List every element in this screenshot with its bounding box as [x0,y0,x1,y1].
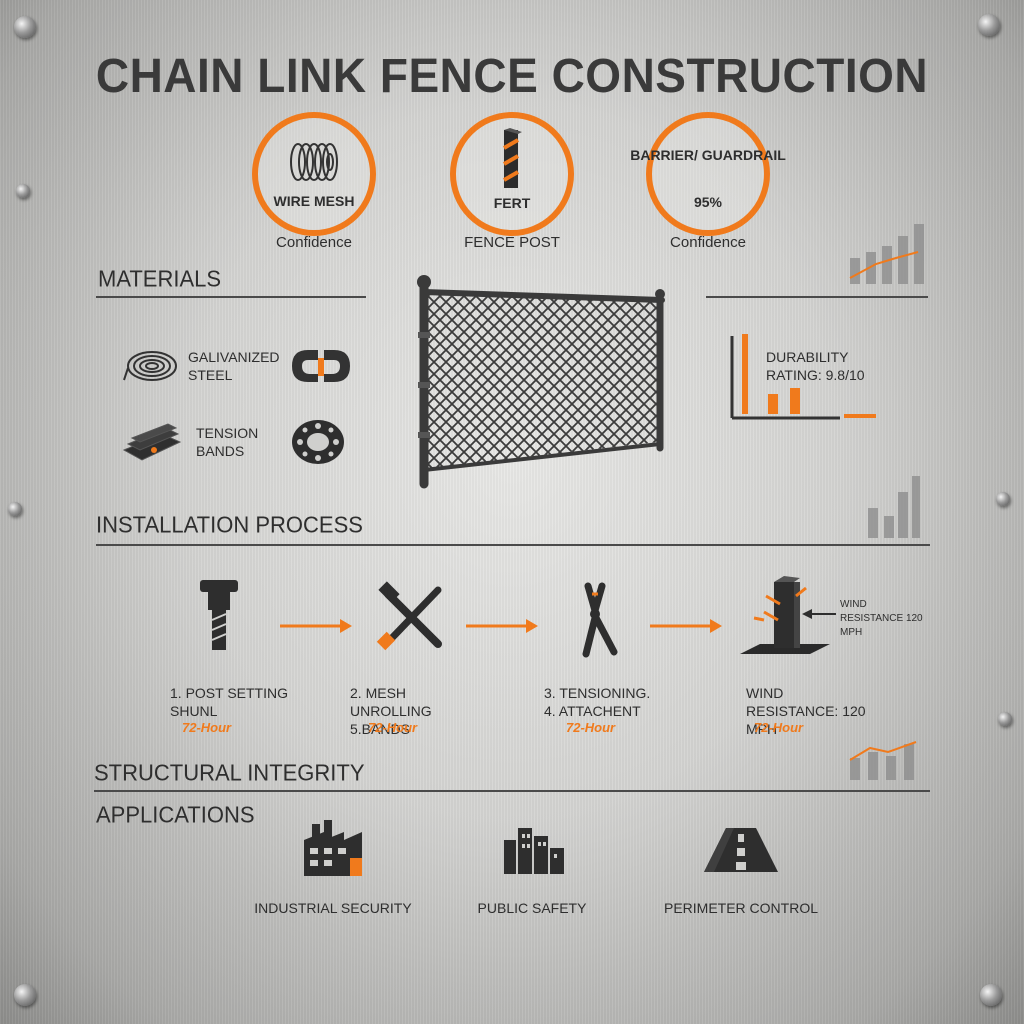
badge-text-wire-mesh: WIRE MESH [273,193,355,209]
pliers-icon [582,582,618,658]
step-label-tensioning: 3. TENSIONING. 4. ATTACHENT [544,685,651,719]
arrow-right-icon [280,619,352,633]
step-time: 72-Hour [368,720,418,735]
step-label-mesh-unrolling: 2. MESH UNROLLING 5.BANDS [350,685,432,737]
galvanized-coil-icon [123,351,177,381]
step-time: 72-Hour [754,720,804,735]
step-time: 72-Hour [182,720,232,735]
divider [96,544,930,546]
section-structural: STRUCTURAL INTEGRITY [94,759,365,786]
trend-bars-icon [849,224,924,284]
divider [96,296,366,298]
wire-coil-icon [290,143,338,181]
fence-post-icon [503,128,522,188]
rivet [980,984,1002,1006]
section-installation: INSTALLATION PROCESS [96,511,363,538]
page-title: CHAIN LINK FENCE CONSTRUCTION [95,47,929,103]
wind-post-icon [740,576,830,654]
rivet [978,14,1000,36]
factory-icon [304,820,362,876]
trend-bars-icon [868,476,920,538]
durability-bars-icon [730,334,876,420]
wind-resistance-callout: WIND RESISTANCE 120 MPH [840,599,923,638]
divider [706,296,928,298]
badge-text-barrier: BARRIER/ GUARDRAIL [630,147,786,163]
clamp-icon [292,350,350,382]
rivet [8,502,22,516]
section-applications: APPLICATIONS [96,801,255,828]
badge-ring-barrier [646,112,770,236]
rivet [14,984,36,1006]
road-icon [704,828,778,872]
rivet [14,16,36,38]
material-label-galvanized: GALIVANIZED STEEL [188,349,280,383]
app-label-perimeter: PERIMETER CONTROL [663,900,818,916]
rivet [998,712,1012,726]
flange-ring-icon [292,420,344,464]
trend-bars-icon [849,741,917,780]
rivet [996,492,1010,506]
rivet [16,184,30,198]
crossed-tools-icon [376,581,442,651]
app-label-public-safety: PUBLIC SAFETY [477,900,587,916]
arrow-left-icon [802,609,836,619]
durability-rating: DURABILITY RATING: 9.8/10 [766,349,865,383]
step-label-post-setting: 1. POST SETTING SHUNL [170,685,288,719]
city-building-icon [504,828,564,874]
tension-band-icon [122,423,182,461]
badge-text-fert: FERT [493,195,531,211]
badge-sub-barrier: 95% [693,194,723,210]
badge-caption-wire-mesh: Confidence [276,234,352,251]
post-driver-icon [200,580,238,650]
app-label-industrial: INDUSTRIAL SECURITY [254,900,412,916]
arrow-right-icon [466,619,538,633]
step-label-wind: WIND RESISTANCE: 120 MPH [746,685,866,737]
badge-caption-fence-post: FENCE POST [464,234,560,251]
section-materials: MATERIALS [98,265,222,292]
badge-ring-wire-mesh [252,112,376,236]
arrow-right-icon [650,619,722,633]
step-time: 72-Hour [566,720,616,735]
material-label-tension-bands: TENSION BANDS [196,425,259,459]
chain-link-fence-illustration [417,275,665,489]
divider [94,790,930,792]
badge-caption-barrier: Confidence [670,234,746,251]
